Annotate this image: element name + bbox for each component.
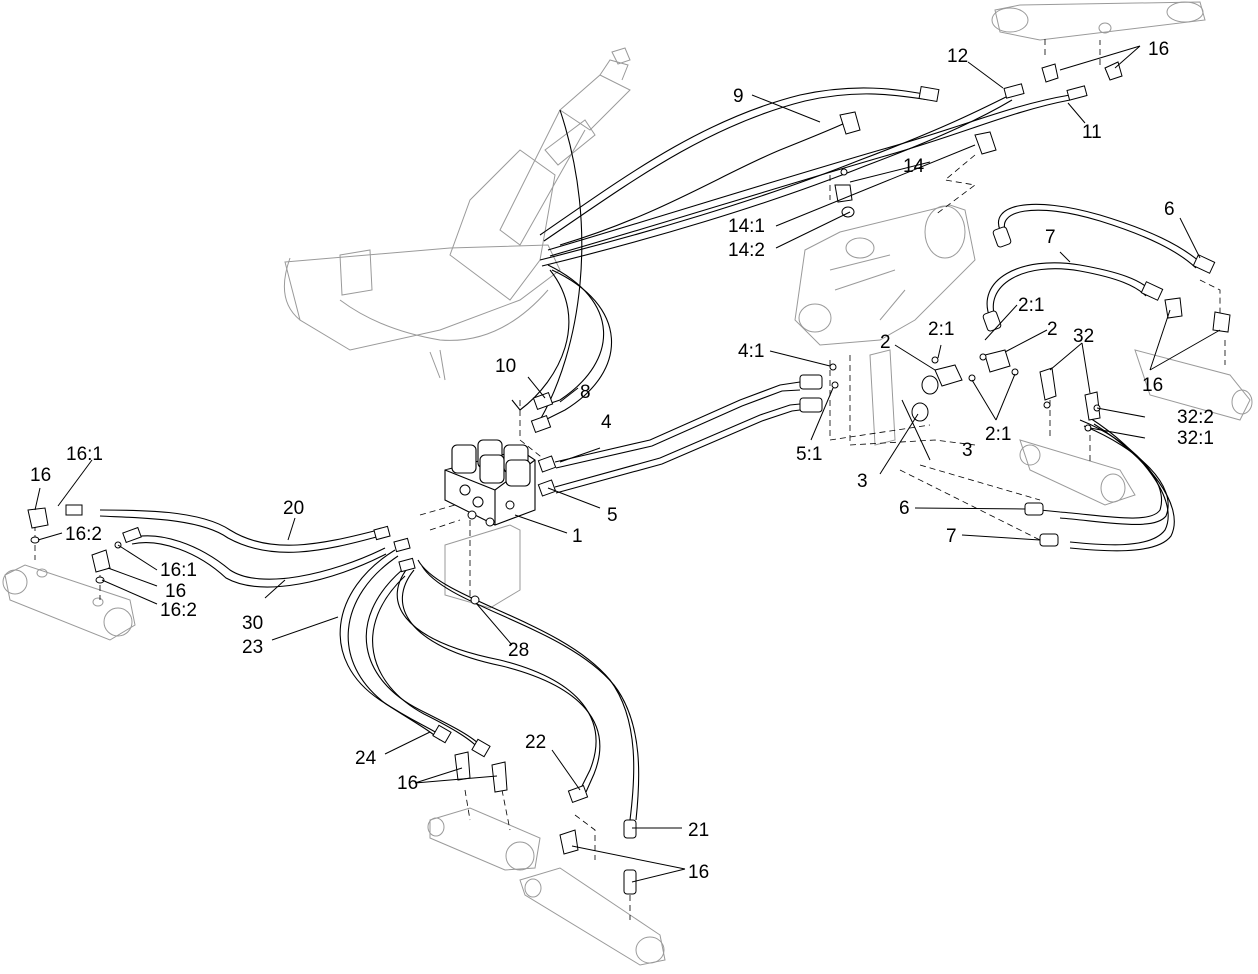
label-32-2: 32:2 xyxy=(1177,407,1214,428)
label-1: 1 xyxy=(572,526,583,547)
label-28: 28 xyxy=(508,640,529,661)
label-4: 4 xyxy=(601,412,612,433)
label-11: 11 xyxy=(1082,122,1102,143)
label-5-1: 5:1 xyxy=(796,444,822,465)
hose-group xyxy=(99,87,1201,821)
label-16-2-b: 16:2 xyxy=(160,600,197,621)
label-32: 32 xyxy=(1073,326,1094,347)
label-20: 20 xyxy=(283,498,304,519)
label-4-1: 4:1 xyxy=(738,341,764,362)
label-30: 30 xyxy=(242,613,263,634)
label-16-bottom-right: 16 xyxy=(688,862,709,883)
label-16-2: 16:2 xyxy=(65,524,102,545)
label-16-1: 16:1 xyxy=(66,444,103,465)
label-23: 23 xyxy=(242,637,263,658)
control-valve xyxy=(444,439,536,527)
label-21: 21 xyxy=(688,820,709,841)
label-9: 9 xyxy=(733,86,744,107)
label-32-1: 32:1 xyxy=(1177,428,1214,449)
leader-lines xyxy=(34,45,1221,883)
label-16-mid: 16 xyxy=(165,581,186,602)
label-5: 5 xyxy=(607,505,618,526)
label-14-2: 14:2 xyxy=(728,240,765,261)
label-2-1-b: 2:1 xyxy=(928,319,954,340)
label-7-b: 7 xyxy=(946,526,957,547)
label-2-1: 2:1 xyxy=(1018,295,1044,316)
label-14: 14 xyxy=(903,156,925,177)
label-16-left: 16 xyxy=(30,465,51,486)
label-3: 3 xyxy=(962,440,973,461)
label-16-right: 16 xyxy=(1142,375,1163,396)
label-16: 16 xyxy=(1148,39,1169,60)
label-10: 10 xyxy=(495,356,516,377)
label-8: 8 xyxy=(580,382,591,403)
label-7: 7 xyxy=(1045,227,1056,248)
label-3-b: 3 xyxy=(857,471,868,492)
fittings xyxy=(27,61,1231,895)
label-2-1-c: 2:1 xyxy=(985,424,1011,445)
label-2-b: 2 xyxy=(880,332,891,353)
label-16-bottom: 16 xyxy=(397,773,418,794)
label-14-1: 14:1 xyxy=(728,216,765,237)
label-22: 22 xyxy=(525,732,546,753)
label-16-1-b: 16:1 xyxy=(160,560,197,581)
label-24: 24 xyxy=(355,748,377,769)
label-12: 12 xyxy=(947,46,968,67)
dashed-lines xyxy=(34,35,1226,920)
label-2: 2 xyxy=(1047,319,1058,340)
label-6-b: 6 xyxy=(899,498,910,519)
label-6: 6 xyxy=(1164,199,1175,220)
callout-labels: 9 12 16 11 14 14:1 14:2 6 7 2:1 2:1 2 2 … xyxy=(30,39,1214,883)
